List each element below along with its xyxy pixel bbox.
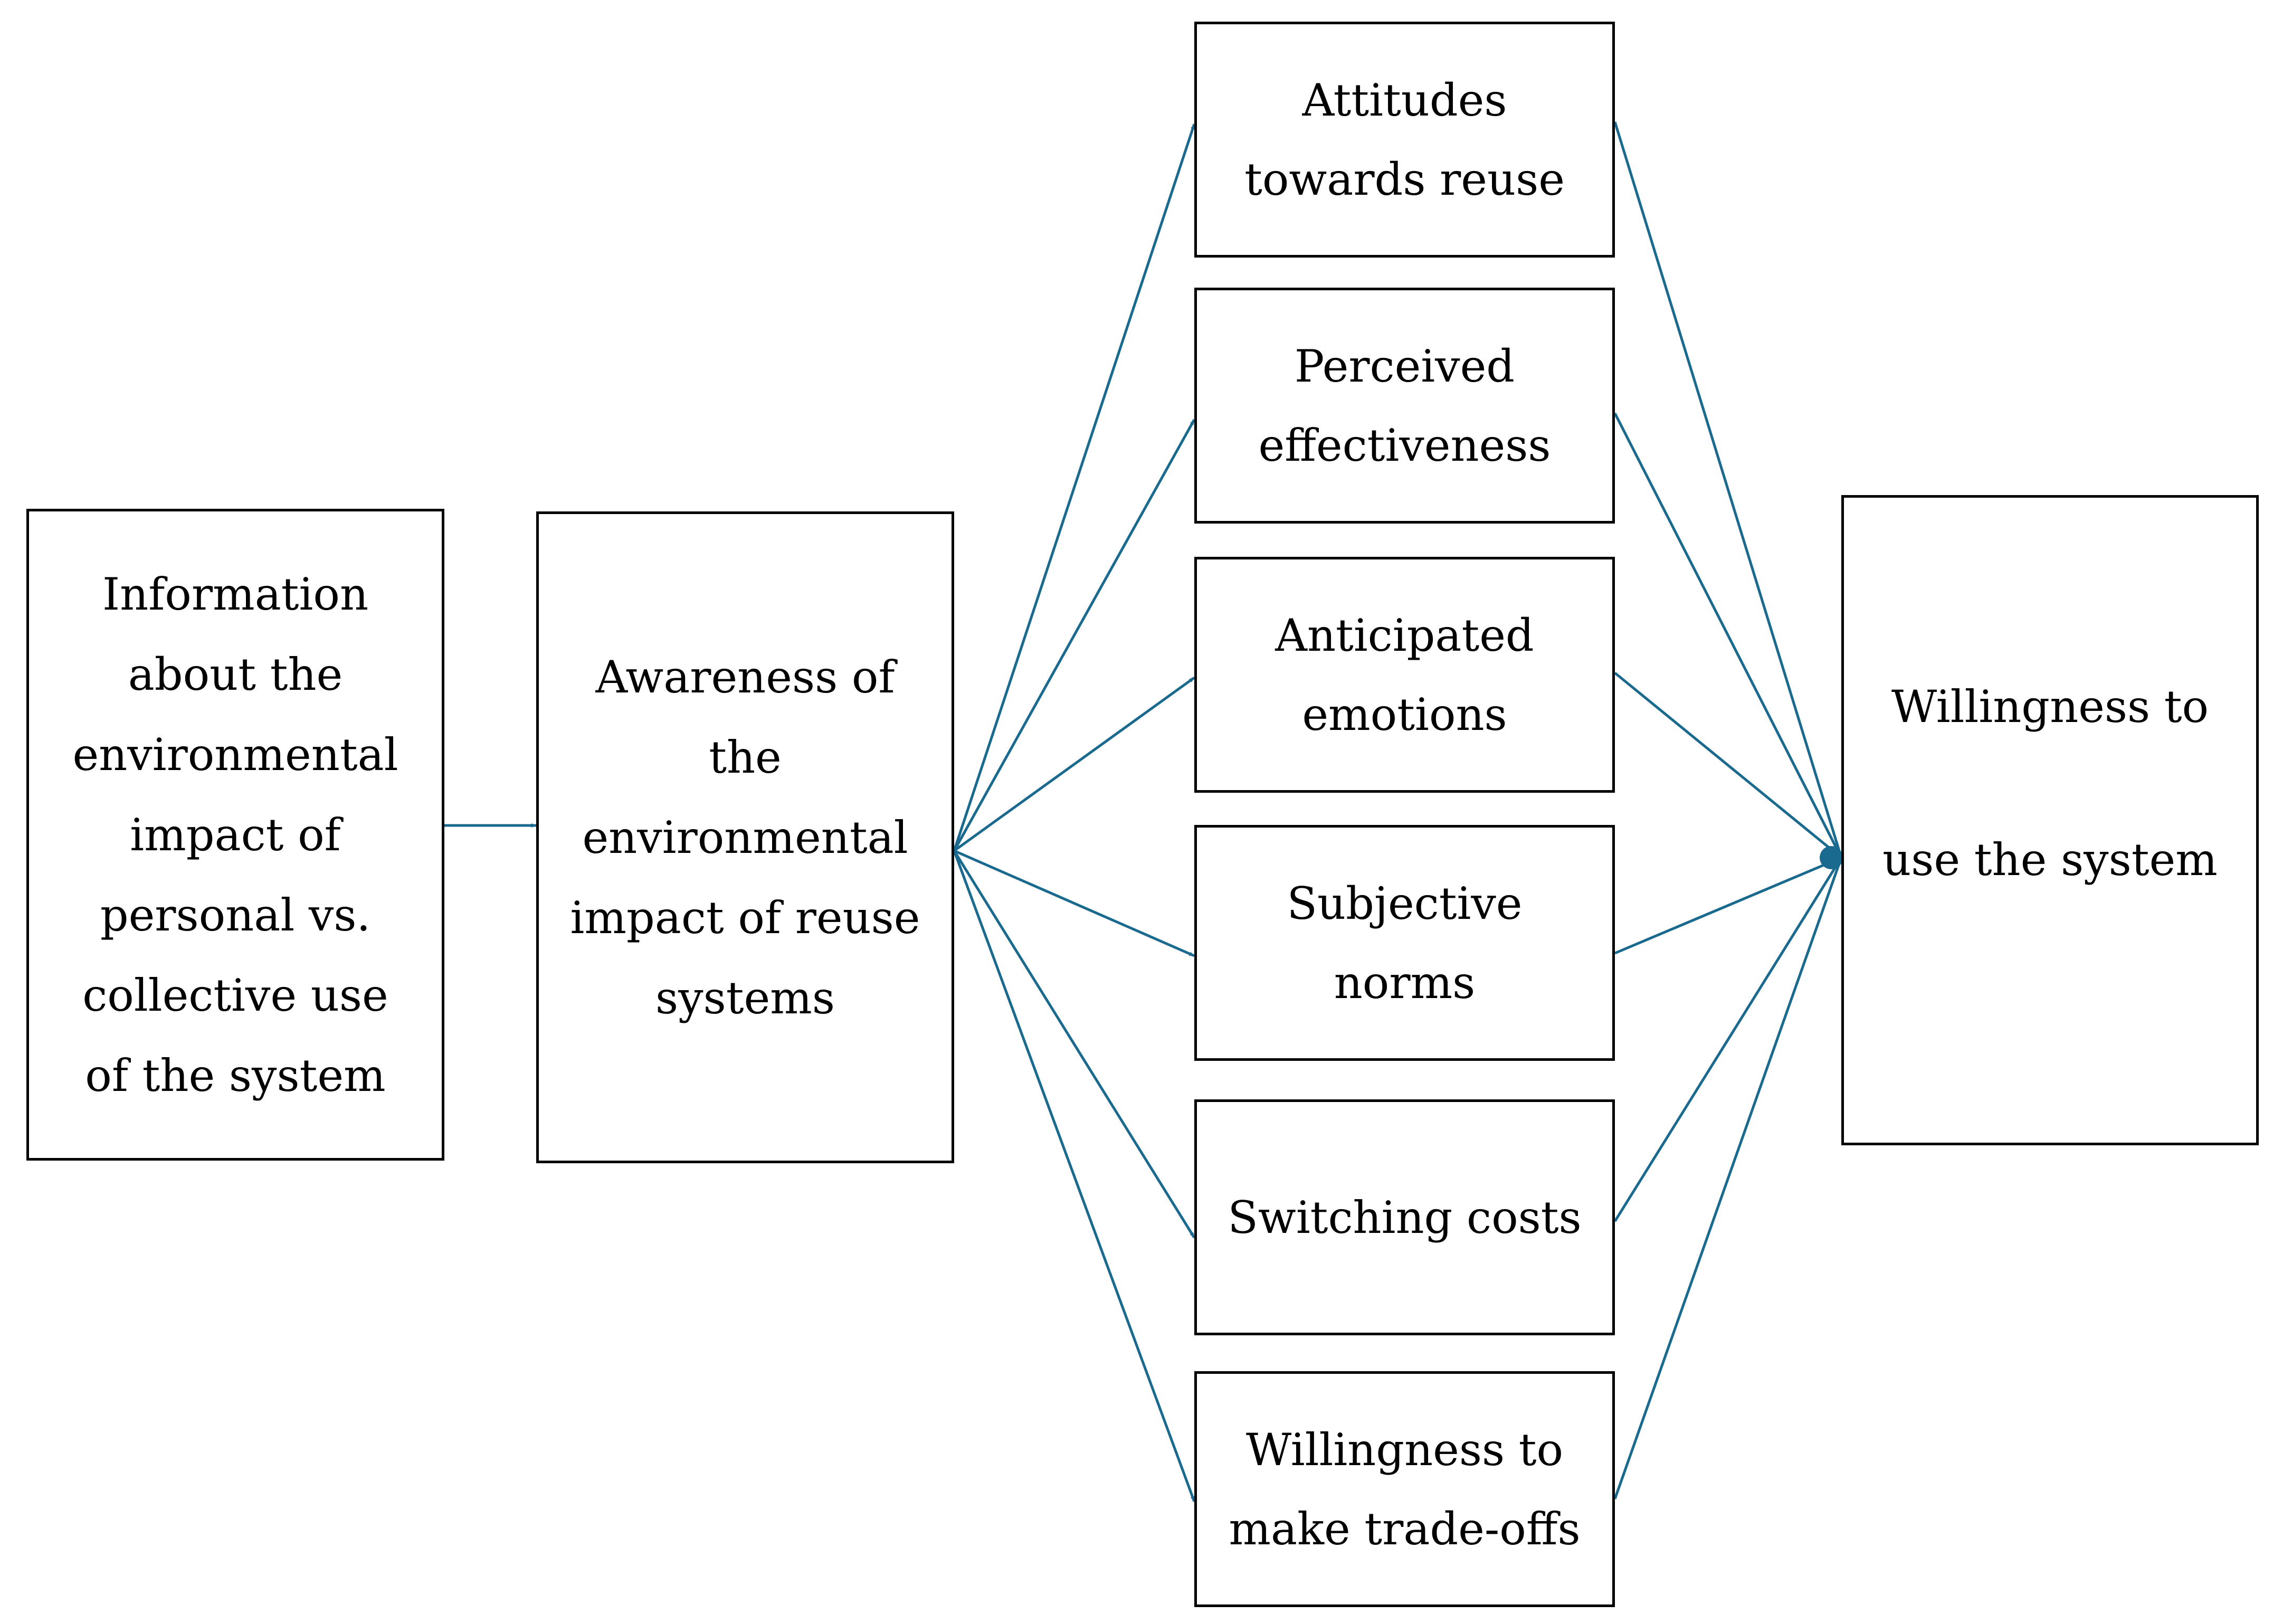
awareness-node: Awareness of the environmental impact of… [536,511,954,1163]
attitudes-node-line: towards reuse [1244,153,1565,205]
connector-arrow [953,124,1196,851]
perceived-effectiveness-node-line: Perceived [1294,340,1515,392]
connector-arrow [1613,121,1843,858]
connector-arrow [1613,412,1843,859]
subjective-norms-node-line: Subjective [1287,877,1523,929]
perceived-effectiveness-node-line: effectiveness [1258,419,1551,471]
connector-arrow [1613,857,1843,1499]
connector-arrow [1614,856,1842,955]
anticipated-emotions-node-line: Anticipated [1275,609,1534,661]
information-node-line: collective use [82,969,388,1021]
willingness-to-use-node-line: use the system [1882,834,2218,886]
willingness-to-use-node: Willingness to use the system [1841,495,2259,1145]
trade-offs-node: Willingness to make trade-offs [1194,1371,1615,1607]
connector-arrow [1614,672,1842,859]
connector-arrow [953,850,1196,1239]
connector-arrow [953,850,1196,1502]
subjective-norms-node: Subjective norms [1194,825,1615,1061]
attitudes-node-line: Attitudes [1302,74,1507,126]
information-node-line: about the [128,648,343,700]
awareness-node-line: Awareness of [595,651,895,703]
convergence-arrowheads [1820,846,1843,869]
perceived-effectiveness-node: Perceived effectiveness [1194,288,1615,524]
information-node-line: environmental [72,728,398,781]
connector-arrow [953,849,1195,957]
information-node-line: impact of [130,809,341,861]
trade-offs-node-line: Willingness to [1245,1423,1564,1476]
information-node: Information about the environmental impa… [26,509,444,1161]
awareness-node-line: environmental [582,811,908,863]
trade-offs-node-line: make trade-offs [1229,1503,1581,1555]
information-node-line: of the system [85,1049,386,1101]
switching-costs-node: Switching costs [1194,1099,1615,1335]
connector-arrow [1613,857,1843,1222]
anticipated-emotions-node: Anticipated emotions [1194,557,1615,793]
information-node-line: personal vs. [100,889,371,941]
attitudes-node: Attitudes towards reuse [1194,22,1615,258]
switching-costs-node-line: Switching costs [1228,1191,1582,1243]
awareness-node-line: impact of reuse [570,891,920,944]
connector-arrow [953,676,1195,852]
connector-arrow [953,419,1196,852]
anticipated-emotions-node-line: emotions [1302,688,1507,740]
willingness-to-use-node-line: Willingness to [1891,681,2209,733]
awareness-node-line: the [709,731,782,783]
information-node-line: Information [102,568,369,620]
awareness-node-line: systems [655,972,835,1024]
subjective-norms-node-line: norms [1334,956,1476,1009]
